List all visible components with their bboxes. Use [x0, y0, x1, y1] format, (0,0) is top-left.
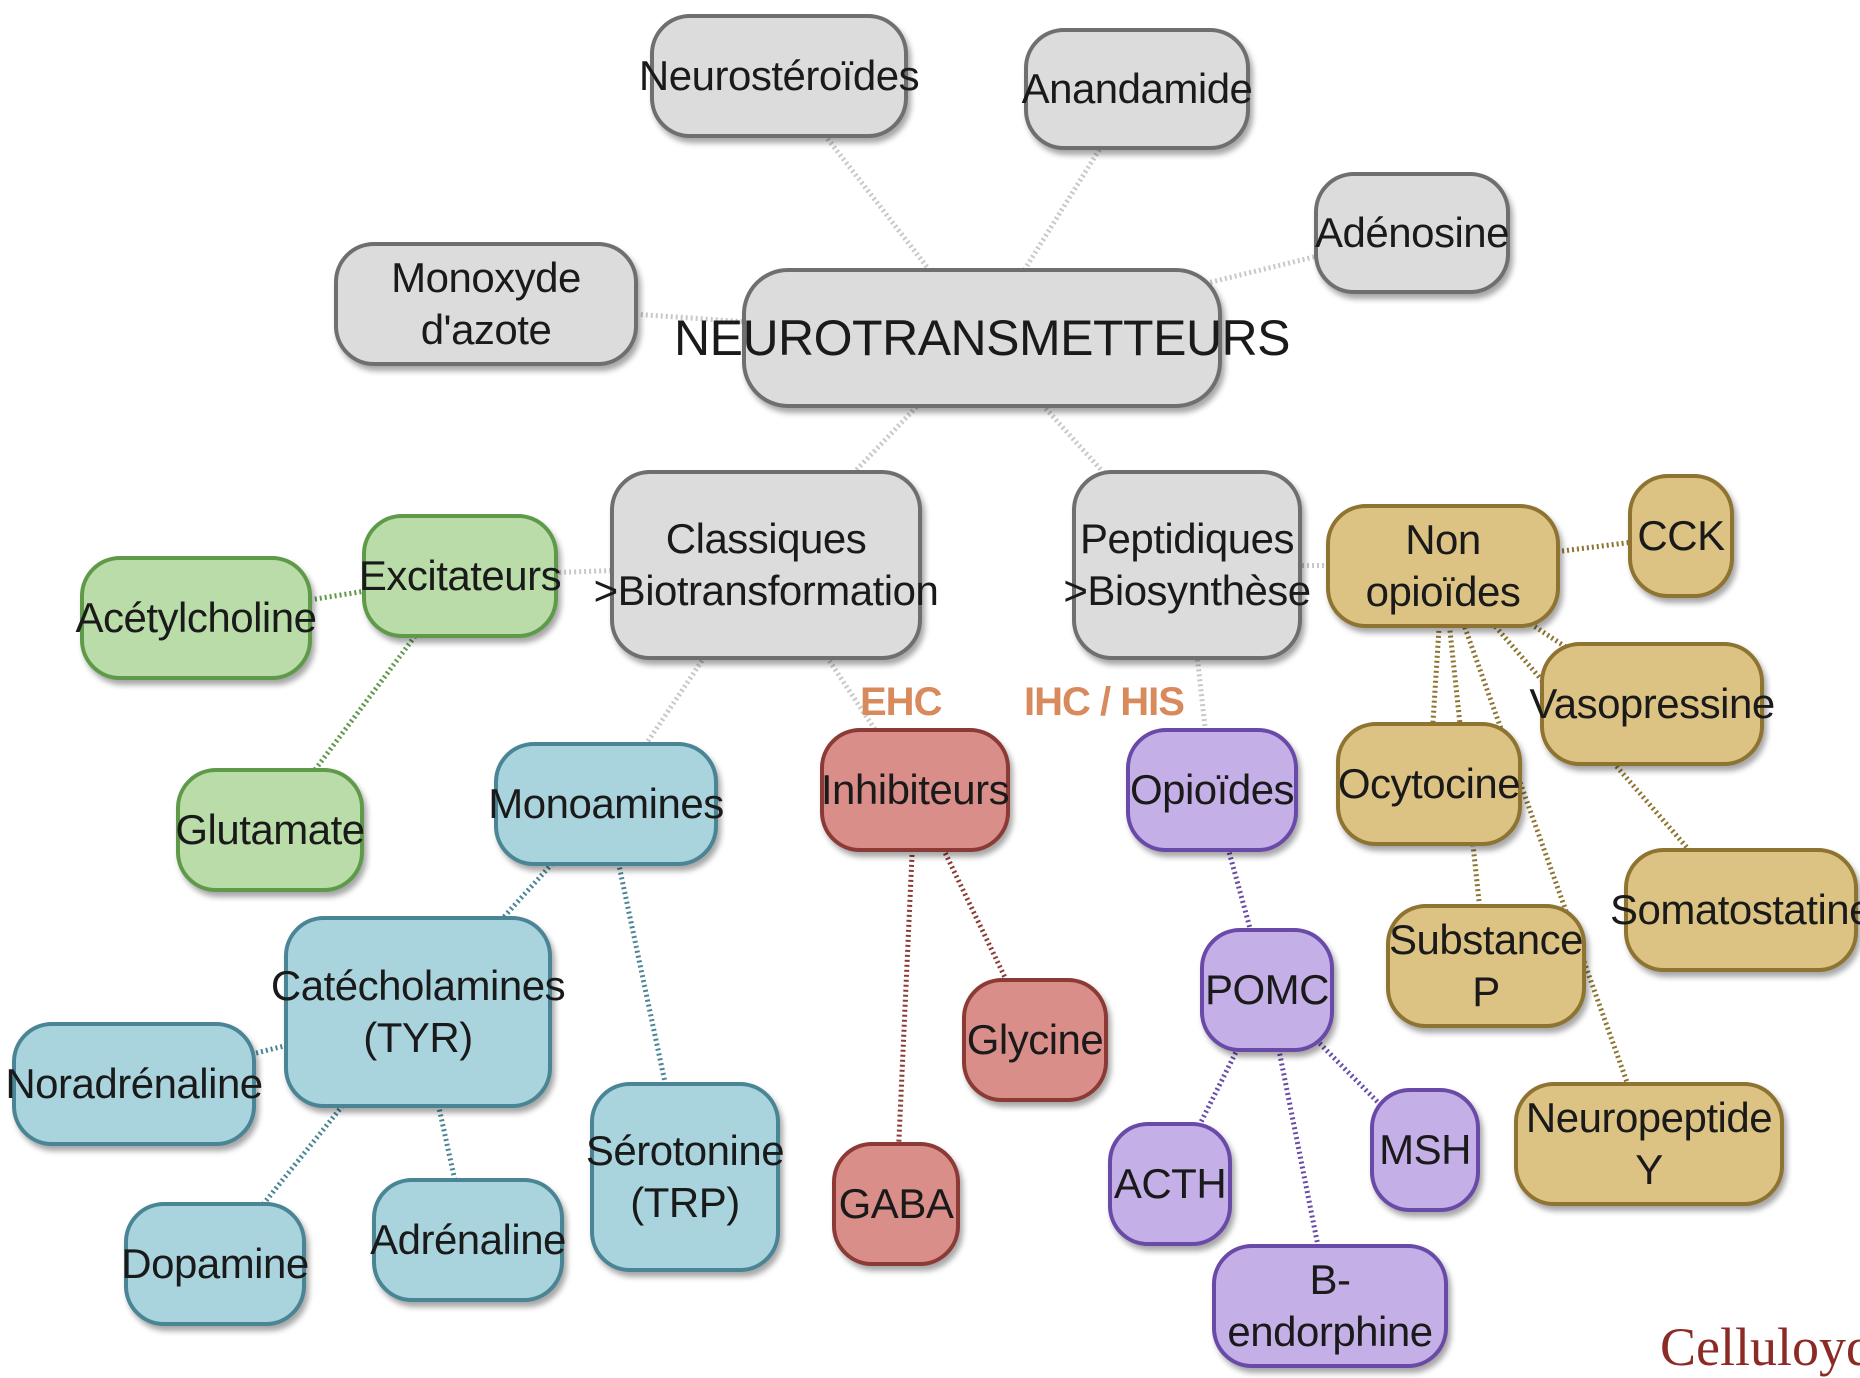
node-ocytocine: Ocytocine — [1336, 722, 1522, 846]
node-adenosine: Adénosine — [1314, 172, 1510, 294]
node-cck: CCK — [1628, 474, 1734, 598]
celluloyd-logo: Celluloyd — [1660, 1317, 1860, 1377]
connector-nonopioides-neuropeptidey — [1440, 565, 1652, 1145]
node-vasopressine: Vasopressine — [1529, 642, 1775, 766]
node-substance-p: Substance P — [1386, 904, 1586, 1028]
node-somatostatine: Somatostatine — [1610, 848, 1860, 972]
node-monoxyde-dazote: Monoxyde d'azote — [334, 242, 638, 366]
node-pomc: POMC — [1200, 928, 1334, 1052]
connector-inhibiteurs-gaba — [893, 789, 918, 1205]
node-classiques: Classiques >Biotransformation — [594, 470, 939, 660]
node-acth: ACTH — [1108, 1122, 1232, 1246]
node-acetylcholine: Acétylcholine — [76, 556, 317, 680]
node-neurosteroides: Neurostéroïdes — [639, 14, 920, 138]
node-monoamines: Monoamines — [488, 742, 724, 866]
node-b-endorphine: B-endorphine — [1212, 1244, 1448, 1368]
node-excitateurs: Excitateurs — [359, 514, 562, 638]
label-ihc-his: IHC / HIS — [1024, 680, 1185, 724]
node-inhibiteurs: Inhibiteurs — [820, 728, 1010, 852]
label-ehc: EHC — [860, 680, 942, 724]
connector-catecholamines-noradrenaline — [133, 1009, 419, 1087]
connector-pomc-bendorphine — [1264, 989, 1333, 1307]
node-glutamate: Glutamate — [175, 768, 365, 892]
node-peptidiques: Peptidiques >Biosynthèse — [1063, 470, 1311, 660]
node-noradrenaline: Noradrénaline — [5, 1022, 263, 1146]
node-gaba: GABA — [832, 1142, 960, 1266]
connector-root-anandamide — [979, 87, 1140, 340]
node-dopamine: Dopamine — [121, 1202, 309, 1326]
node-glycine: Glycine — [962, 978, 1108, 1102]
node-msh: MSH — [1370, 1088, 1480, 1212]
node-adrenaline: Adrénaline — [370, 1178, 566, 1302]
node-catecholamines: Catécholamines (TYR) — [271, 916, 566, 1108]
connector-monoamines-serotonine — [603, 803, 688, 1178]
connector-catecholamines-dopamine — [213, 1010, 420, 1266]
connector-catecholamines-adrenaline — [415, 1011, 471, 1241]
node-non-opioides: Non opioïdes — [1326, 504, 1560, 628]
node-serotonine: Sérotonine (TRP) — [586, 1082, 785, 1272]
node-neuropeptide-y: Neuropeptide Y — [1514, 1082, 1784, 1206]
node-anandamide: Anandamide — [1022, 28, 1253, 150]
node-opioides: Opioïdes — [1126, 728, 1298, 852]
node-neurotransmetteurs: NEUROTRANSMETTEURS — [674, 268, 1291, 408]
